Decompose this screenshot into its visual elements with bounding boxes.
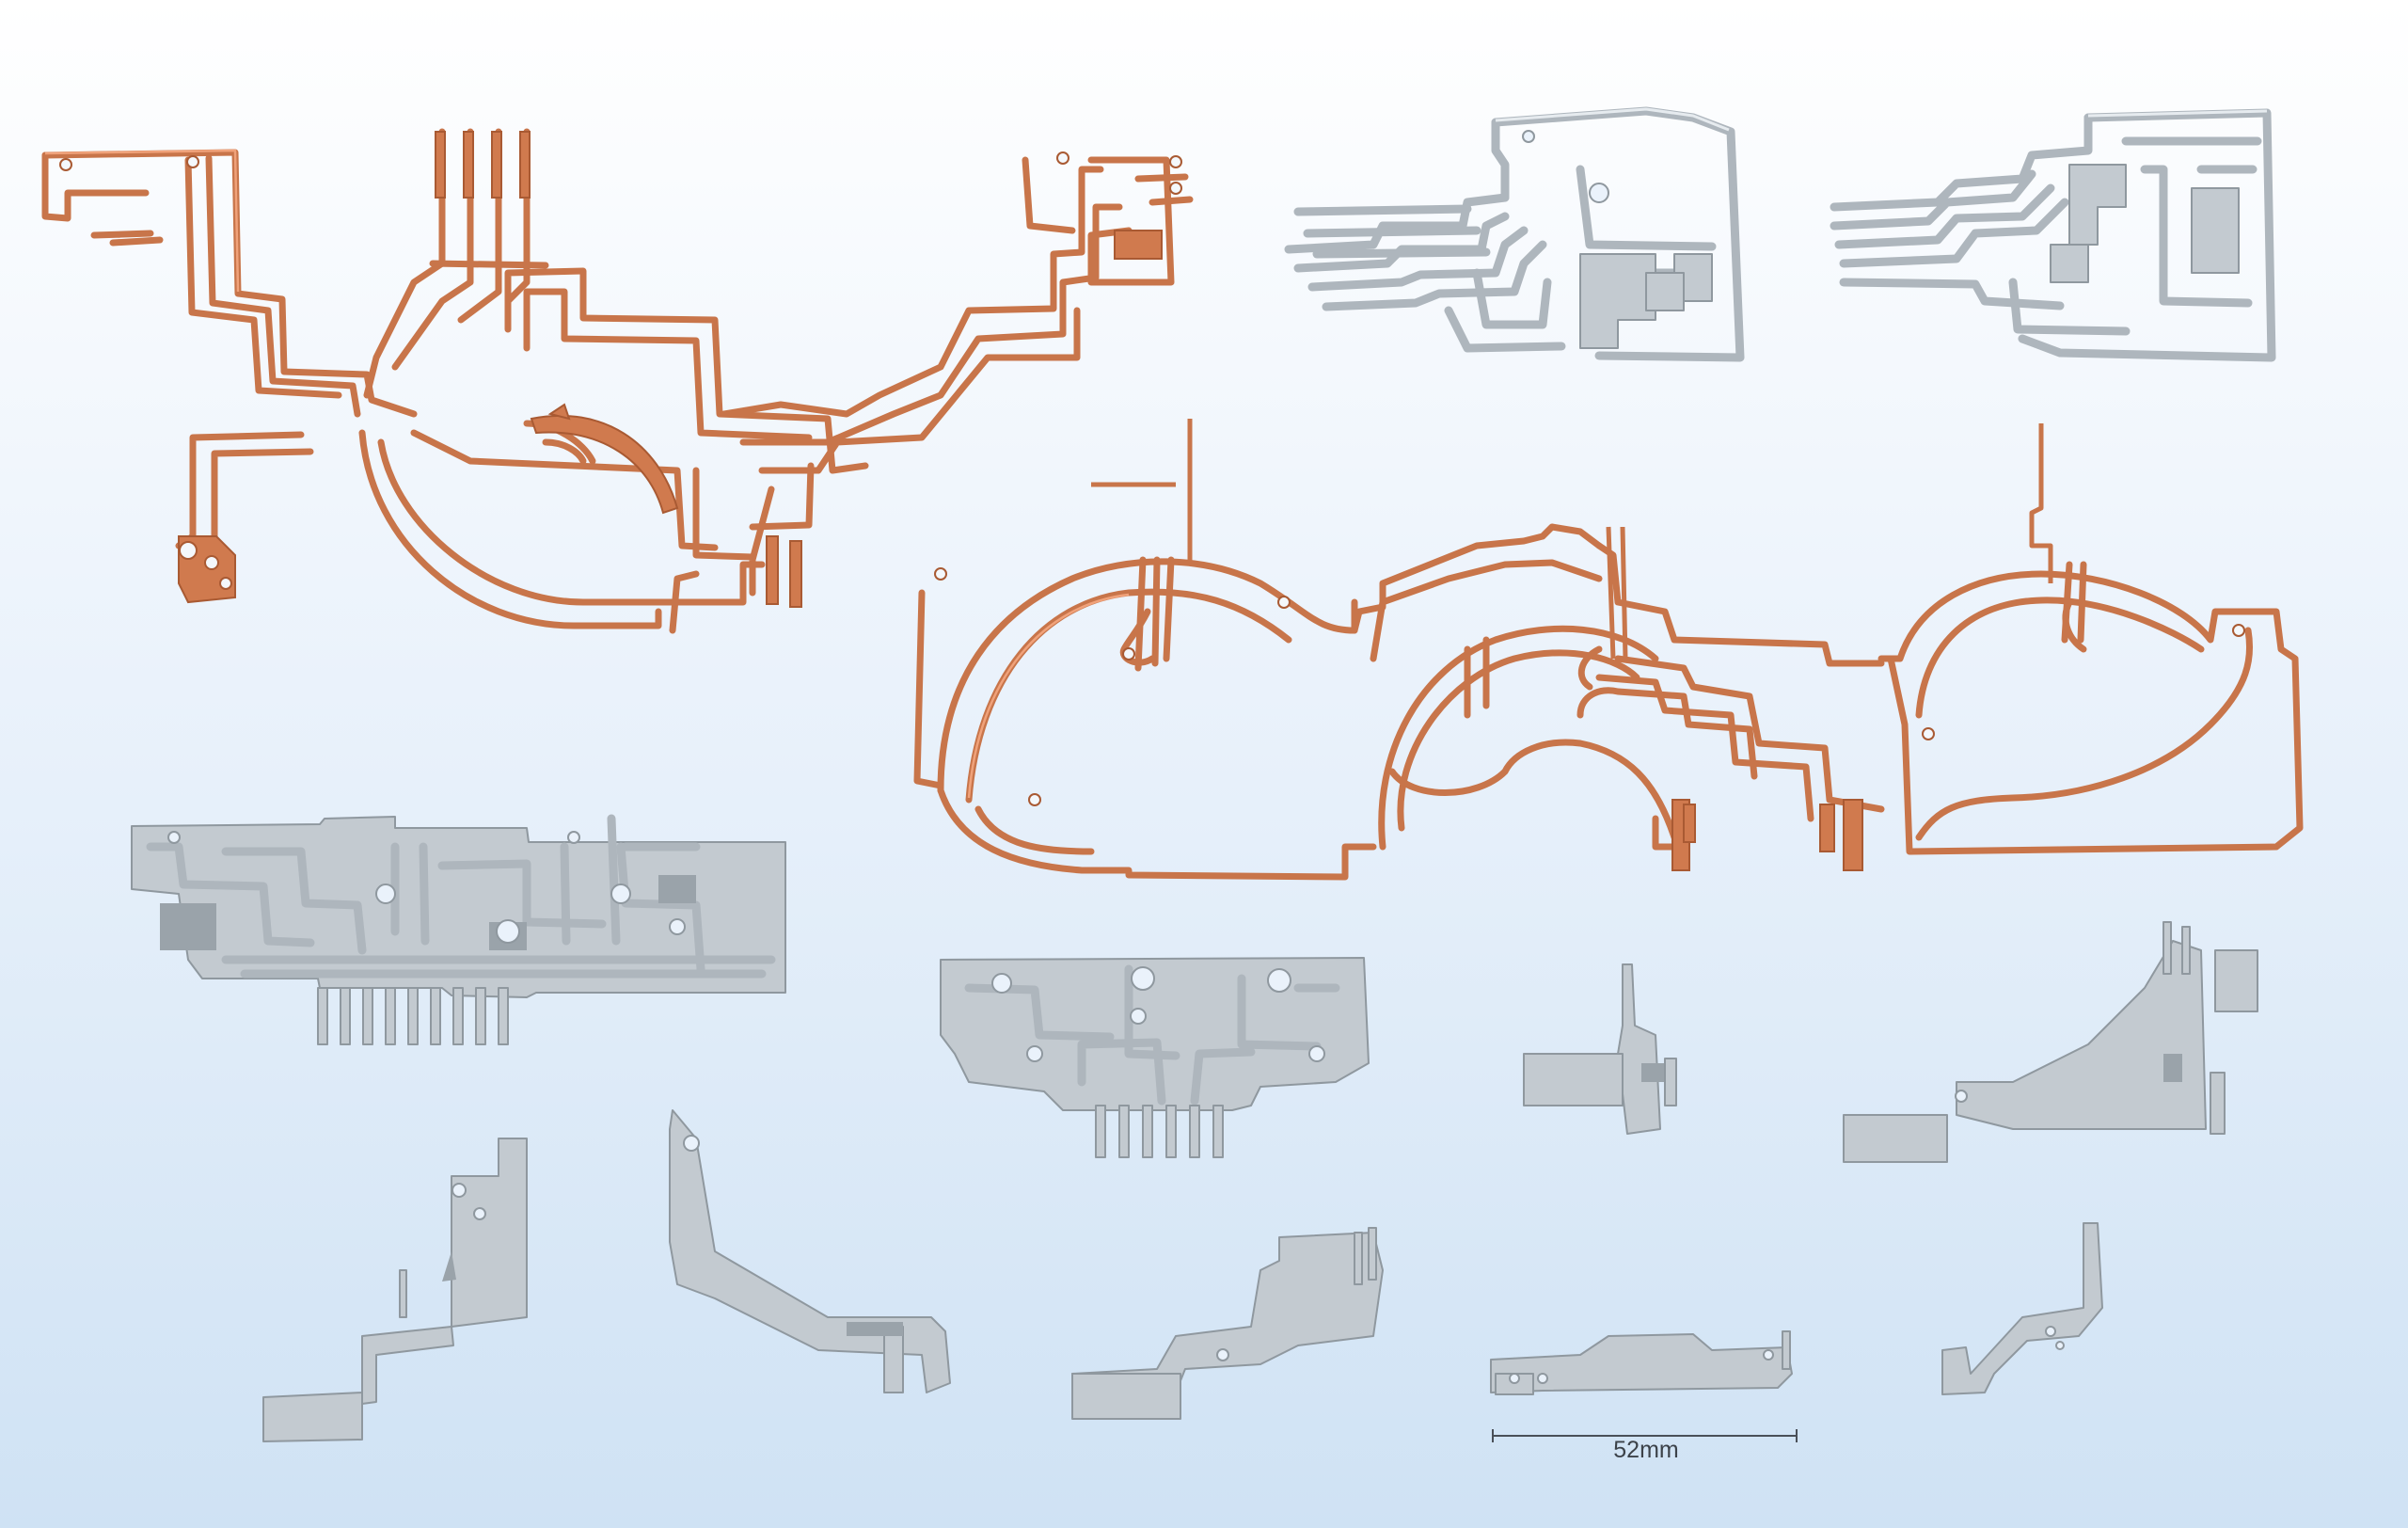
bracket-7	[1941, 1222, 2103, 1395]
scale-bar-tick-left	[1492, 1429, 1494, 1442]
bracket-4	[1523, 963, 1677, 1135]
bracket-5	[1843, 921, 2258, 1163]
aluminum-circuit-left-plate	[131, 814, 786, 1045]
left-plate-pins	[317, 987, 509, 1045]
center-plate-pins	[1095, 1105, 1224, 1158]
bracket-1	[262, 1138, 528, 1442]
aluminum-circuit-top-center	[1284, 106, 1745, 362]
scale-bar-line	[1492, 1435, 1798, 1437]
scale-label: 52mm	[1613, 1437, 1679, 1463]
copper-circuit-large-left	[41, 128, 1194, 634]
scale-bar	[1492, 1429, 1798, 1442]
aluminum-circuit-center-plate	[940, 957, 1370, 1158]
bracket-2	[669, 1109, 951, 1393]
aluminum-circuit-top-right	[1830, 108, 2276, 362]
bracket-3	[1071, 1227, 1384, 1420]
scale-bar-tick-right	[1796, 1429, 1798, 1442]
aluminum-bracket-parts	[262, 921, 2258, 1442]
copper-circuit-dual-loop	[913, 419, 2304, 881]
bracket-6	[1490, 1330, 1793, 1395]
